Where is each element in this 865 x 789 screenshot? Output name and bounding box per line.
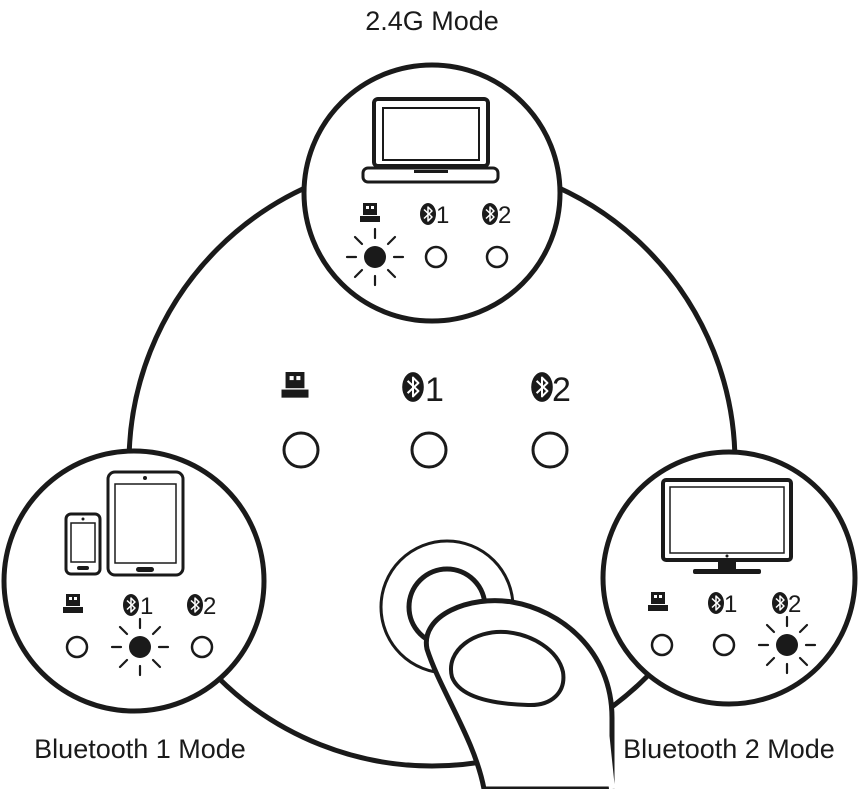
mode-panel-2-4g: 1 2	[301, 62, 563, 324]
bluetooth-icon	[481, 202, 499, 226]
mode-title-2-4g: 2.4G Mode	[365, 6, 499, 36]
bluetooth-icon	[401, 371, 425, 403]
center-bt2-number: 2	[552, 371, 571, 409]
active-led-dongle	[345, 227, 405, 287]
bluetooth-icon	[771, 591, 789, 615]
usb-dongle-icon	[63, 594, 83, 613]
led-bt1	[712, 633, 736, 657]
led-bt2	[485, 245, 509, 269]
right-bt2-number: 2	[788, 591, 801, 618]
left-bt1-number: 1	[140, 593, 153, 620]
laptop-icon	[361, 97, 500, 184]
pressing-finger-icon	[423, 598, 615, 789]
led-dongle	[650, 633, 674, 657]
mode-title-bluetooth-2: Bluetooth 2 Mode	[623, 734, 835, 764]
phone-and-tablet-icon	[64, 470, 185, 577]
mode-title-bluetooth-1: Bluetooth 1 Mode	[34, 734, 246, 764]
center-bt1-number: 1	[425, 371, 444, 409]
usb-dongle-icon	[360, 203, 380, 222]
right-bt1-number: 1	[724, 591, 737, 618]
center-led-bt1	[410, 431, 448, 469]
bluetooth-icon	[419, 202, 437, 226]
left-bt2-number: 2	[203, 593, 216, 620]
active-led-bt1	[110, 617, 170, 677]
led-bt2	[190, 635, 214, 659]
bluetooth-icon	[186, 593, 204, 617]
led-bt1	[424, 245, 448, 269]
mode-panel-bluetooth-1: 1 2	[1, 448, 267, 714]
active-led-bt2	[757, 615, 817, 675]
top-bt1-number: 1	[436, 202, 449, 229]
led-dongle	[65, 635, 89, 659]
bluetooth-icon	[530, 371, 554, 403]
top-bt2-number: 2	[498, 202, 511, 229]
bluetooth-icon	[707, 591, 725, 615]
center-led-bt2	[531, 431, 569, 469]
center-led-dongle	[282, 431, 320, 469]
center-led-row: 1 2	[281, 371, 571, 469]
monitor-icon	[661, 478, 793, 574]
bluetooth-icon	[122, 593, 140, 617]
mode-panel-bluetooth-2: 1 2	[600, 449, 858, 707]
usb-dongle-icon	[648, 592, 668, 611]
